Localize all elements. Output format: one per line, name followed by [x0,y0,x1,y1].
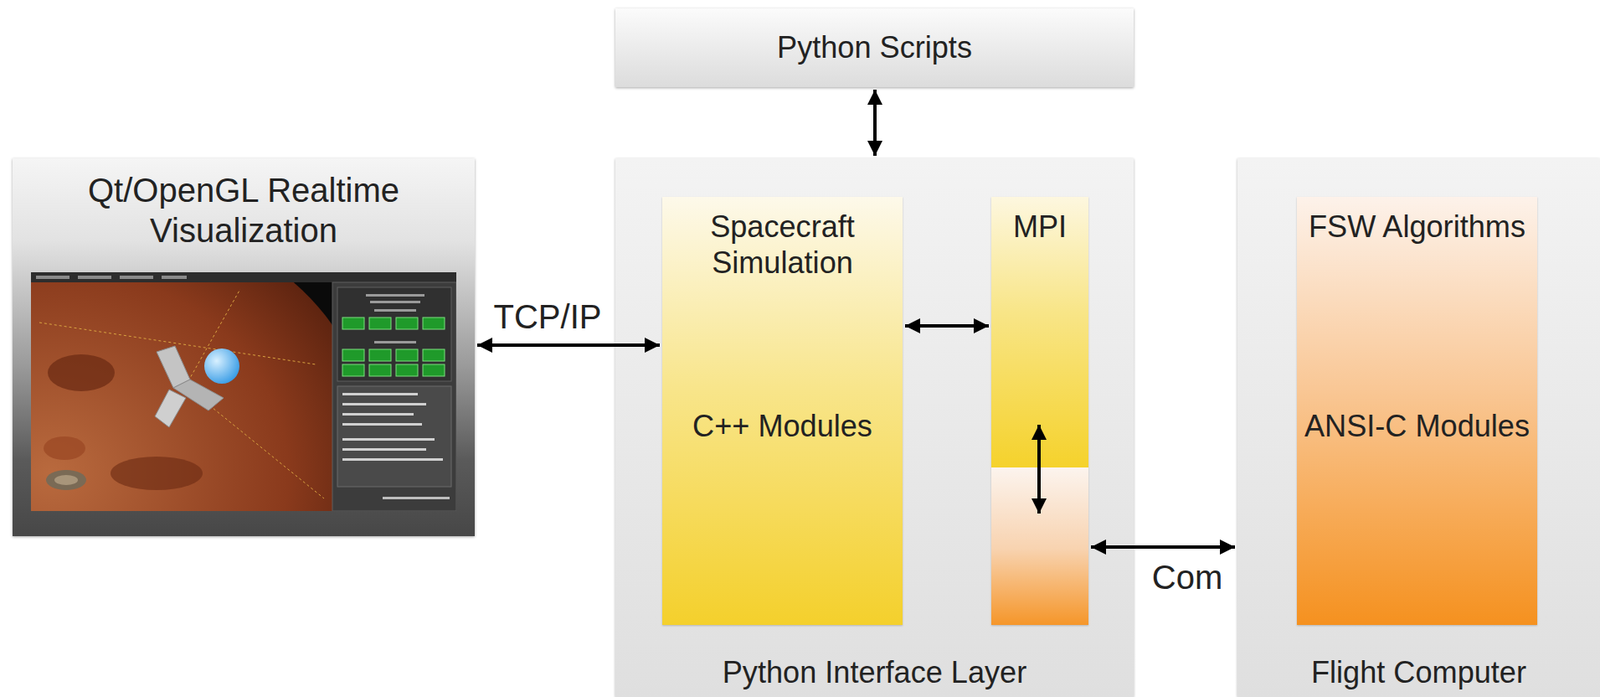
edge-label: TCP/IP [493,296,602,337]
node-title: MPI [991,208,1089,245]
node-title: Qt/OpenGL Realtime Visualization [46,169,441,251]
mpi-internal-arrow [1028,422,1050,515]
module-box: Spacecraft SimulationC++ Modules [662,196,903,625]
double-arrow [477,343,660,347]
script-box: Python Scripts [615,8,1134,88]
computer-box: Flight Computer FSW AlgorithmsANSI-C Modu… [1237,158,1600,697]
node-title: Python Interface Layer [615,653,1134,690]
layer-box: Python Interface Layer Spacecraft Simulat… [615,158,1134,697]
node-title: Python Scripts [615,29,1134,66]
node-title: FSW Algorithms [1296,208,1538,245]
double-arrow [873,89,877,156]
node-title: Spacecraft Simulation [662,208,903,282]
screenshot-illustration [30,272,457,511]
node-body: ANSI-C Modules [1296,407,1538,444]
visualization-panel: Qt/OpenGL Realtime Visualization [12,158,475,536]
double-arrow [905,324,989,328]
node-body: C++ Modules [662,407,903,444]
mpi-column: MPI [991,196,1089,625]
node-title: Flight Computer [1237,653,1600,690]
module-box: FSW AlgorithmsANSI-C Modules [1296,196,1538,625]
edge-label: Com [1152,556,1223,597]
double-arrow [1090,545,1235,549]
